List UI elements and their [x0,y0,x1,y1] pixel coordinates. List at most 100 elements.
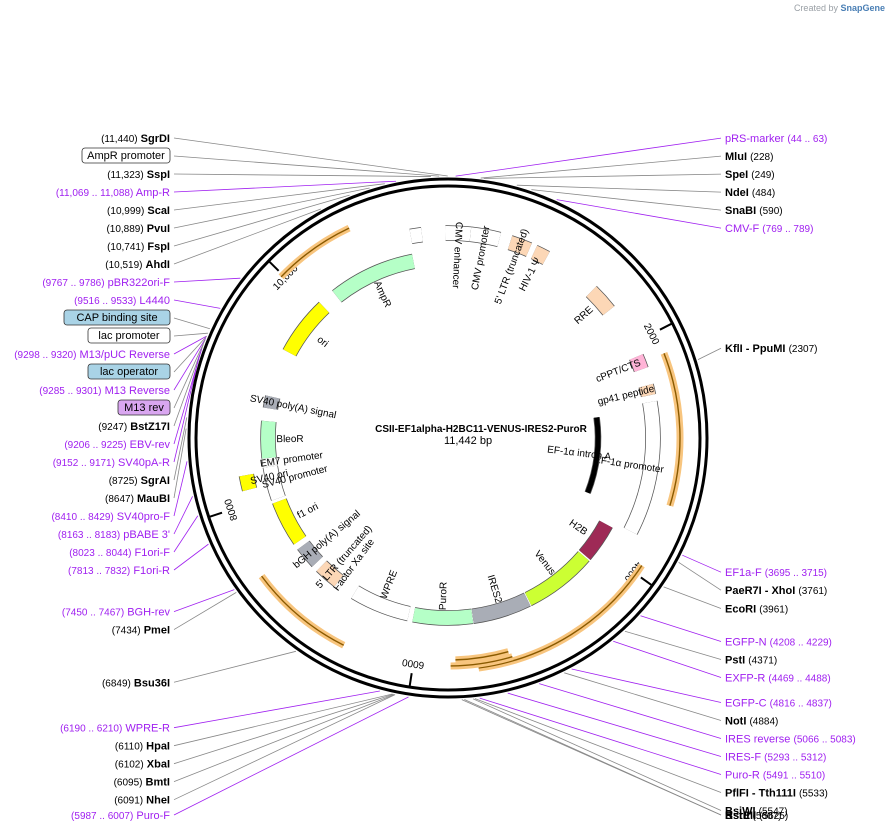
site-puror[interactable]: Puro-R (5491 .. 5510) [725,769,825,781]
site-text: Puro-R (5491 .. 5510) [725,769,825,781]
site-bsiwi[interactable]: BsiWI (5547) [725,805,788,817]
site-rsrii[interactable]: RsrII (5607) [725,810,781,822]
feature-cppt[interactable] [629,354,648,372]
site-egfpn[interactable]: EGFP-N (4208 .. 4229) [725,636,832,648]
site-name: lac promoter [98,330,159,342]
feature-factorxa[interactable] [335,575,347,590]
site-sgrai[interactable]: (8725) SgrAI [109,475,170,487]
site-paer7i[interactable]: PaeR7I - XhoI (3761) [725,585,827,597]
feature-label: f1 ori [296,501,321,521]
feature-venus[interactable] [524,551,590,606]
site-egfpc[interactable]: EGFP-C (4816 .. 4837) [725,697,832,709]
site-bghrev[interactable]: (7450 .. 7467) BGH-rev [62,607,171,619]
site-snabi[interactable]: SnaBI (590) [725,205,783,217]
feature-ampr[interactable] [332,254,415,302]
site-name: AhdI [146,259,170,271]
site-bstz17i[interactable]: (9247) BstZ17I [98,421,170,433]
site-sv40par[interactable]: (9152 .. 9171) SV40pA-R [53,457,170,469]
feature-cmv-prom[interactable] [469,227,501,247]
site-noti[interactable]: NotI (4884) [725,715,778,727]
feature-bgh[interactable] [297,540,323,567]
feature-bleor[interactable] [261,420,277,459]
site-f1orif[interactable]: (8023 .. 8044) F1ori-F [69,547,170,559]
site-text: EGFP-N (4208 .. 4229) [725,636,832,648]
site-pvui[interactable]: (10,889) PvuI [106,223,170,235]
site-cmvf[interactable]: CMV-F (769 .. 789) [725,223,813,235]
feature-sv40ori[interactable] [239,473,257,492]
orf-arc[interactable] [278,224,351,280]
site-pmei[interactable]: (7434) PmeI [112,625,170,637]
feature-cmv-enh[interactable] [445,226,472,242]
site-exfpr[interactable]: EXFP-R (4469 .. 4488) [725,672,831,684]
leader-line [531,189,722,211]
site-cap[interactable]: CAP binding site [63,309,171,326]
feature-ampr-prom[interactable] [409,227,423,244]
site-bsu36i[interactable]: (6849) Bsu36I [102,677,170,689]
site-text: EcoRI (3961) [725,603,788,615]
site-iresrev[interactable]: IRES reverse (5066 .. 5083) [725,733,856,745]
leader-line [173,592,237,630]
site-name: IRES reverse [725,733,790,745]
site-ampr_p[interactable]: (11,069 .. 11,088) Amp-R [56,187,170,199]
site-lacop[interactable]: lac operator [87,363,171,380]
site-lacprom[interactable]: lac promoter [87,327,171,344]
site-nhei[interactable]: (6091) NheI [114,795,170,807]
site-mlui[interactable]: MluI (228) [725,151,773,163]
site-kfli[interactable]: KflI - PpuMI (2307) [725,343,817,355]
site-psti[interactable]: PstI (4371) [725,654,777,666]
feature-ires2[interactable] [471,593,531,624]
site-pbr322[interactable]: (9767 .. 9786) pBR322ori-F [42,277,170,289]
feature-gp41[interactable] [639,383,656,397]
feature-ltr3[interactable] [316,561,343,587]
site-m13rev[interactable]: M13 rev [117,399,171,416]
feature-em7[interactable] [262,458,278,467]
site-scai[interactable]: (10,999) ScaI [107,205,170,217]
feature-hiv[interactable] [531,245,550,265]
site-amprprom[interactable]: AmpR promoter [81,147,171,164]
site-ecori[interactable]: EcoRI (3961) [725,603,788,615]
feature-ltr5[interactable] [507,235,532,257]
site-prs[interactable]: pRS-marker (44 .. 63) [725,133,827,145]
site-maubi[interactable]: (8647) MauBI [105,493,170,505]
site-bsteii[interactable]: BstEII (5625) [725,810,788,822]
site-wprer[interactable]: (6190 .. 6210) WPRE-R [60,723,170,735]
feature-sv40prom[interactable] [263,465,286,501]
site-xbai[interactable]: (6102) XbaI [115,759,170,771]
site-iresf[interactable]: IRES-F (5293 .. 5312) [725,751,826,763]
feature-puror[interactable] [412,607,474,625]
feature-ef1a-prom[interactable] [624,400,660,535]
leader-line [173,339,206,409]
site-ef1af[interactable]: EF1a-F (3695 .. 3715) [725,567,827,579]
site-hpai[interactable]: (6110) HpaI [115,741,170,753]
site-coordinate: (7813 .. 7832) [68,566,130,577]
site-f1orir[interactable]: (7813 .. 7832) F1ori-R [68,565,170,577]
site-purof[interactable]: (5987 .. 6007) Puro-F [71,810,170,822]
feature-f1ori[interactable] [272,498,306,545]
site-l4440[interactable]: (9516 .. 9533) L4440 [74,295,170,307]
site-fspi[interactable]: (10,741) FspI [107,241,170,253]
site-m13puc[interactable]: (9298 .. 9320) M13/pUC Reverse [14,349,170,361]
site-m13r[interactable]: (9285 .. 9301) M13 Reverse [39,385,170,397]
site-bmti[interactable]: (6095) BmtI [114,777,170,789]
site-ebvrev[interactable]: (9206 .. 9225) EBV-rev [64,439,170,451]
snapgene-logo: SnapGene [840,3,885,13]
site-text: (10,519) AhdI [105,259,170,271]
feature-wpre[interactable] [351,586,411,621]
site-sgrdi[interactable]: (11,440) SgrDI [101,133,170,145]
credit-prefix: Created by [793,3,838,13]
feature-h2b[interactable] [579,520,613,560]
site-pflfi[interactable]: PflFI - Tth111I (5533) [725,787,828,799]
leader-line [173,187,370,229]
site-ndei[interactable]: NdeI (484) [725,187,775,199]
site-pbabe[interactable]: (8163 .. 8183) pBABE 3' [58,529,170,541]
site-sv40pro[interactable]: (8410 .. 8429) SV40pro-F [51,511,170,523]
site-ahdi[interactable]: (10,519) AhdI [105,259,170,271]
feature-sv40pa[interactable] [263,395,280,410]
site-spei[interactable]: SpeI (249) [725,169,775,181]
feature-ori[interactable] [283,302,330,357]
feature-rre[interactable] [586,286,615,316]
backbone-inner-ring [194,184,702,692]
site-sspi[interactable]: (11,323) SspI [107,169,170,181]
feature-ef1a-intron[interactable] [585,417,601,494]
